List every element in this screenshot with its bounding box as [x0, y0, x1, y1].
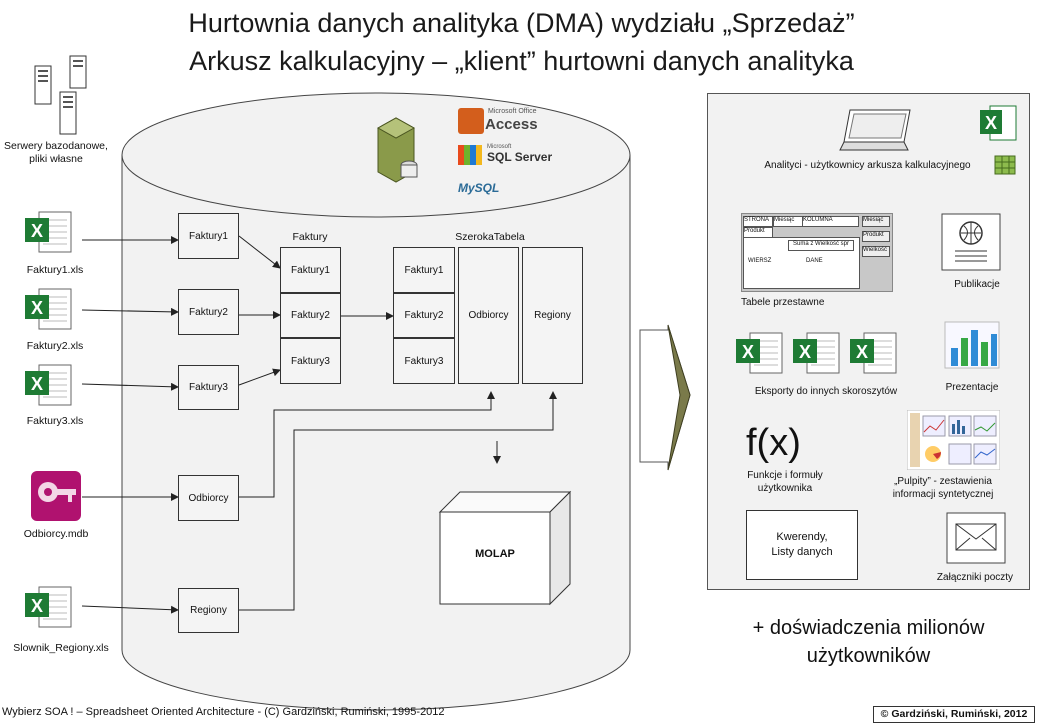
pivot-body: Suma z Wielkość spr WIERSZ DANE	[743, 237, 860, 289]
svg-text:X: X	[31, 374, 43, 394]
molap-label: MOLAP	[475, 548, 515, 560]
faktury-table-title: Faktury	[292, 231, 328, 243]
pivot-wiersz: WIERSZ	[748, 258, 772, 264]
access-logo-icon	[458, 108, 484, 134]
excel-file-icon-1: X	[25, 211, 72, 253]
pivot-kolumna: KOLUMNA	[802, 216, 859, 227]
page-subtitle: Arkusz kalkulacyjny – „klient” hurtowni …	[189, 46, 854, 76]
dashboard-thumbnail-icon	[907, 410, 1000, 470]
wide-cell-odbiorcy[interactable]: Odbiorcy	[458, 247, 519, 384]
publikacje-label: Publikacje	[954, 279, 1000, 290]
svg-text:X: X	[799, 342, 811, 362]
faktury-cell-3[interactable]: Faktury3	[280, 338, 341, 384]
laptop-icon	[839, 109, 911, 151]
funkcje-label: Funkcje i formuły użytkownika	[747, 470, 823, 494]
molap-cube	[438, 490, 572, 606]
faktury1-file-label: Faktury1.xls	[26, 264, 84, 276]
svg-text:X: X	[31, 221, 43, 241]
faktury-cell-2[interactable]: Faktury2	[280, 293, 341, 338]
export-excel-icon-1: X	[736, 332, 783, 374]
wide-cell-regiony[interactable]: Regiony	[522, 247, 583, 384]
tagline: + doświadczenia milionów użytkowników	[752, 617, 985, 667]
export-excel-icon-3: X	[850, 332, 897, 374]
spreadsheet-small-icon	[994, 155, 1016, 175]
big-arrow	[639, 324, 691, 471]
excel-file-icon-3: X	[25, 364, 72, 406]
page-title: Hurtownia danych analityka (DMA) wydział…	[188, 8, 855, 38]
access-logo-small: Microsoft Office	[488, 108, 537, 115]
sql-logo-text: SQL Server	[487, 150, 553, 164]
pivot-label: Tabele przestawne	[741, 297, 825, 308]
footer-left: Wybierz SOA ! – Spreadsheet Oriented Arc…	[2, 706, 445, 718]
input-faktury2[interactable]: Faktury2	[178, 289, 239, 335]
sql-logo-small: Microsoft	[487, 144, 512, 150]
pivot-miesiac: Miesiąc	[773, 216, 803, 227]
prezentacje-label: Prezentacje	[945, 382, 999, 393]
pivot-miesiac-2: Miesiąc	[862, 216, 890, 227]
svg-text:X: X	[985, 113, 997, 133]
pulpity-label: „Pulpity” - zestawienia informacji synte…	[892, 476, 994, 500]
pivot-produkt-2: Produkt	[862, 231, 890, 242]
eksporty-label: Eksporty do innych skoroszytów	[754, 386, 898, 397]
excel-file-icon-2: X	[25, 288, 72, 330]
svg-text:X: X	[31, 596, 43, 616]
mail-envelope-icon	[946, 512, 1006, 564]
analysts-label: Analityci - użytkownicy arkusza kalkulac…	[764, 160, 971, 171]
wide-cell-faktury3[interactable]: Faktury3	[393, 338, 455, 384]
kwerendy-box[interactable]: Kwerendy, Listy danych	[746, 510, 858, 580]
db-server-icon	[376, 117, 418, 183]
servers-label: Serwery bazodanowe, pliki własne	[4, 140, 108, 165]
publication-icon	[941, 213, 1001, 271]
access-key-icon	[31, 471, 81, 521]
input-odbiorcy[interactable]: Odbiorcy	[178, 475, 239, 521]
export-excel-icon-2: X	[793, 332, 840, 374]
servers-icon	[34, 55, 87, 135]
input-regiony[interactable]: Regiony	[178, 588, 239, 633]
pivot-strona: STRONA	[743, 216, 773, 227]
sql-server-logo-icon	[458, 145, 482, 165]
footer-copyright: © Gardziński, Rumiński, 2012	[873, 706, 1035, 723]
pivot-table-image: STRONA Miesiąc KOLUMNA Produkt Suma z Wi…	[741, 213, 893, 292]
input-faktury1[interactable]: Faktury1	[178, 213, 239, 259]
pivot-wielkosc: Wielkość	[862, 246, 890, 257]
wide-cell-faktury2[interactable]: Faktury2	[393, 293, 455, 338]
presentation-chart-icon	[944, 321, 1000, 369]
zalaczniki-label: Załączniki poczty	[936, 572, 1014, 583]
pivot-suma: Suma z Wielkość spr	[788, 240, 854, 251]
pivot-dane: DANE	[806, 258, 823, 264]
odbiorcy-file-label: Odbiorcy.mdb	[23, 528, 89, 540]
svg-text:X: X	[742, 342, 754, 362]
access-logo-text: Access	[485, 116, 538, 133]
svg-text:X: X	[856, 342, 868, 362]
excel-app-icon: X	[980, 105, 1017, 141]
faktury2-file-label: Faktury2.xls	[26, 340, 84, 352]
regiony-file-label: Slownik_Regiony.xls	[13, 642, 109, 654]
svg-text:X: X	[31, 298, 43, 318]
faktury3-file-label: Faktury3.xls	[26, 415, 84, 427]
excel-file-icon-4: X	[25, 586, 72, 628]
faktury-cell-1[interactable]: Faktury1	[280, 247, 341, 293]
fx-symbol: f(x)	[746, 422, 801, 464]
mysql-logo: MySQL	[458, 181, 500, 195]
input-faktury3[interactable]: Faktury3	[178, 365, 239, 410]
wide-cell-faktury1[interactable]: Faktury1	[393, 247, 455, 293]
wide-table-title: SzerokaTabela	[455, 231, 525, 243]
